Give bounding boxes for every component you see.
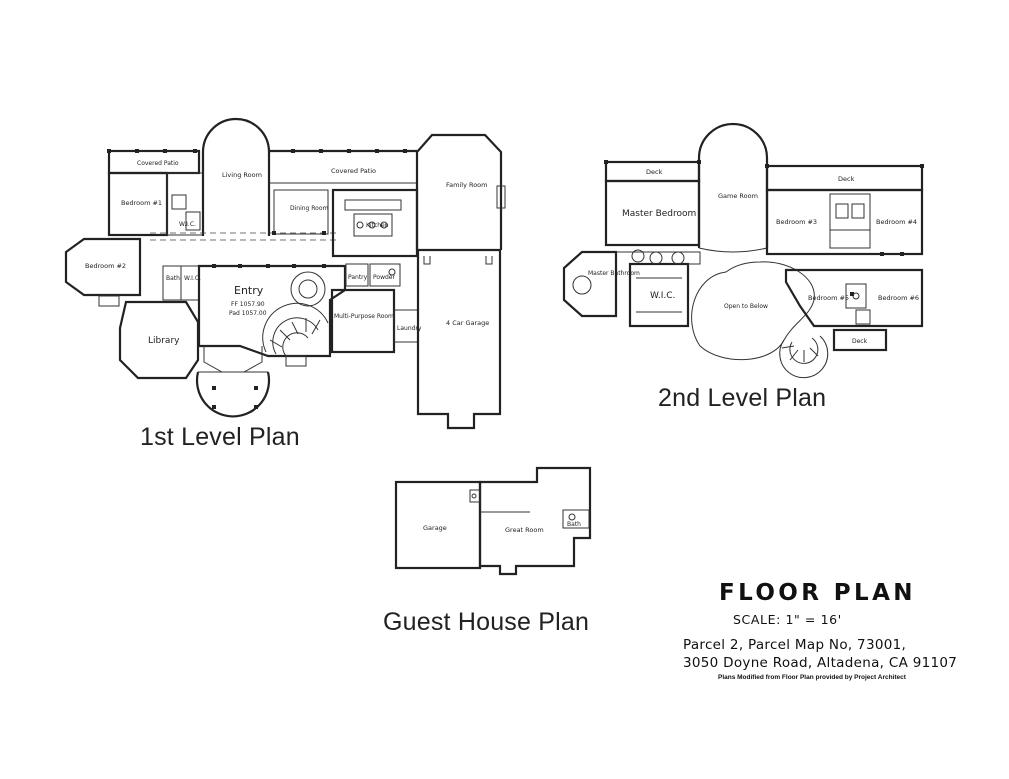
label-laundry: Laundry	[397, 325, 422, 332]
title-first-level-plan: 1st Level Plan	[140, 423, 300, 451]
label-covered-patio-left: Covered Patio	[137, 160, 179, 167]
label-master-bathroom: Master Bathroom	[588, 270, 640, 277]
first-level-plan: Covered Patio Bedroom #1 W.I.C. Living R…	[64, 117, 506, 430]
label-game-room: Game Room	[718, 192, 758, 200]
second-level-plan: Deck Master Bedroom Game Room Deck Bedro…	[562, 122, 924, 379]
second-level-columns	[604, 160, 924, 296]
label-living-room: Living Room	[222, 171, 262, 179]
label-guest-great-room: Great Room	[505, 526, 544, 534]
label-dining-room: Dining Room	[290, 205, 329, 212]
label-bedroom-5: Bedroom #5	[808, 294, 849, 302]
label-wic: W.I.C.	[650, 291, 675, 301]
label-wic-small: W.I.C.	[184, 275, 201, 282]
label-multi-purpose-room: Multi-Purpose Room	[334, 313, 394, 320]
label-family-room: Family Room	[446, 181, 488, 189]
credit-note: Plans Modified from Floor Plan provided …	[718, 674, 906, 681]
address-line-2: 3050 Doyne Road, Altadena, CA 91107	[683, 655, 958, 671]
label-bedroom-4: Bedroom #4	[876, 218, 917, 226]
label-deck-right: Deck	[838, 175, 855, 183]
label-wic-left: W.I.C.	[179, 221, 196, 228]
label-guest-bath: Bath	[567, 521, 581, 528]
label-bedroom-2: Bedroom #2	[85, 262, 126, 270]
label-master-bedroom: Master Bedroom	[622, 209, 696, 219]
label-pantry: Pantry	[348, 274, 368, 281]
label-open-to-below: Open to Below	[724, 303, 768, 310]
label-pad-elevation: Pad 1057.00	[229, 310, 267, 317]
label-ff-elevation: FF 1057.90	[231, 301, 265, 308]
label-guest-garage: Garage	[423, 524, 447, 532]
label-bedroom-1: Bedroom #1	[121, 199, 162, 207]
label-bedroom-3: Bedroom #3	[776, 218, 817, 226]
label-powder: Powder	[373, 274, 395, 281]
floor-plan-heading: FLOOR PLAN	[719, 580, 916, 606]
scale-note: SCALE: 1" = 16'	[733, 612, 842, 627]
label-deck-bottom: Deck	[852, 338, 868, 345]
label-library: Library	[148, 336, 180, 346]
first-level-columns	[107, 149, 407, 409]
label-kitchen: Kitchen	[366, 222, 389, 229]
address-line-1: Parcel 2, Parcel Map No, 73001,	[683, 637, 907, 653]
title-second-level-plan: 2nd Level Plan	[658, 384, 827, 412]
label-bedroom-6: Bedroom #6	[878, 294, 919, 302]
title-guest-house-plan: Guest House Plan	[383, 608, 590, 636]
label-entry: Entry	[234, 284, 264, 297]
label-garage: 4 Car Garage	[446, 319, 489, 327]
label-covered-patio: Covered Patio	[331, 167, 376, 175]
guest-house-plan: Garage Great Room Bath	[394, 466, 592, 576]
label-deck-left: Deck	[646, 168, 663, 176]
label-bath-small: Bath	[166, 275, 180, 282]
